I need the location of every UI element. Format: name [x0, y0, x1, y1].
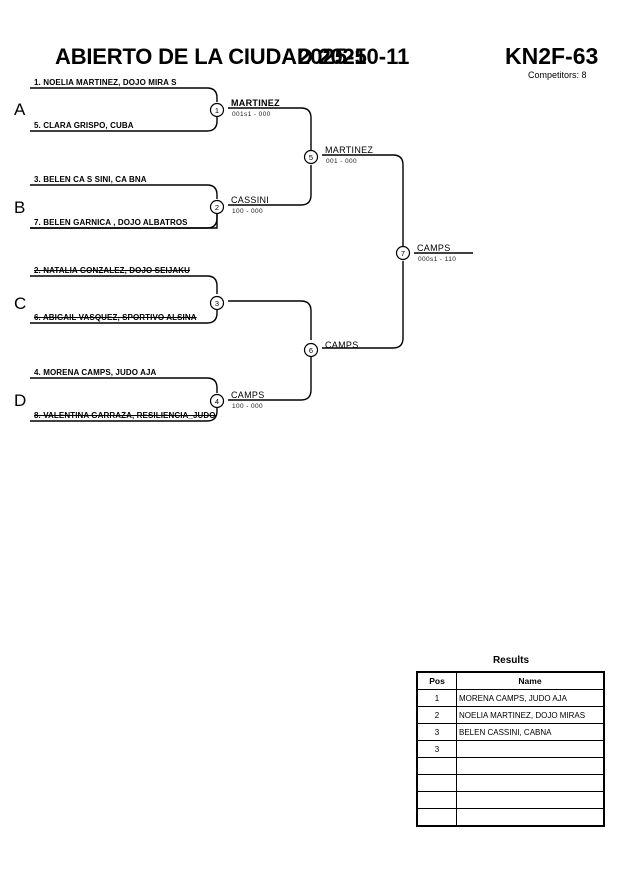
match-5-score: 001 - 000 [326, 158, 358, 165]
seed-entry-4[interactable]: 4. MORENA CAMPS, JUDO AJA [34, 368, 157, 377]
tournament-date: 2025-10-11 [298, 44, 410, 69]
result-pos [416, 791, 457, 809]
table-row[interactable]: 2 NOELIA MARTINEZ, DOJO MIRAS [416, 706, 605, 724]
results-col-name: Name [456, 671, 605, 690]
seed-entry-8[interactable]: 8. VALENTINA GARRAZA, RESILIENCIA_JUDO [34, 411, 216, 420]
result-name [456, 774, 605, 792]
seed-entry-7[interactable]: 7. BELEN GARNICA , DOJO ALBATROS [34, 218, 188, 227]
match-7-winner: CAMPS [417, 243, 451, 253]
page-header: ABIERTO DE LA CIUDAD 2025 2025-10-11 KN2… [0, 0, 630, 90]
match-2-winner: CASSINI [231, 195, 270, 205]
group-label-d: D [14, 391, 27, 410]
match-number-6: 6 [308, 346, 314, 355]
match-1-score: 001s1 - 000 [232, 111, 271, 118]
table-row[interactable] [416, 757, 605, 775]
tournament-title: ABIERTO DE LA CIUDAD 2025 [55, 44, 367, 69]
tournament-bracket: A B C D 1. NOELIA MARTINEZ, DOJO MIRA S … [14, 78, 473, 422]
match-number-2: 2 [214, 203, 220, 212]
result-name: NOELIA MARTINEZ, DOJO MIRAS [456, 706, 605, 724]
match-number-4: 4 [214, 397, 220, 406]
table-row[interactable]: 3 [416, 740, 605, 758]
result-pos: 3 [416, 723, 457, 741]
results-panel: Results Pos Name 1 MORENA CAMPS, JUDO AJ… [416, 655, 606, 827]
result-pos: 1 [416, 689, 457, 707]
seed-entry-3[interactable]: 3. BELEN CA S SINI, CA BNA [34, 175, 147, 184]
result-name [456, 740, 605, 758]
table-row[interactable] [416, 791, 605, 809]
table-row[interactable]: 3 BELEN CASSINI, CABNA [416, 723, 605, 741]
results-table: Pos Name 1 MORENA CAMPS, JUDO AJA 2 NOEL… [416, 671, 605, 827]
result-pos [416, 808, 457, 827]
category-code: KN2F-63 [505, 43, 599, 69]
group-label-a: A [14, 100, 26, 119]
result-pos: 3 [416, 740, 457, 758]
result-pos: 2 [416, 706, 457, 724]
seed-entry-6[interactable]: 6. ABIGAIL VASQUEZ, SPORTIVO ALSINA [34, 313, 197, 322]
match-4-winner: CAMPS [231, 390, 265, 400]
group-label-c: C [14, 294, 27, 313]
result-name [456, 808, 605, 827]
results-col-pos: Pos [416, 671, 457, 690]
match-6-winner: CAMPS [325, 340, 359, 350]
bracket-lines [30, 87, 473, 422]
table-row[interactable] [416, 774, 605, 792]
match-7-score: 000s1 - 110 [418, 256, 457, 263]
match-number-5: 5 [308, 153, 314, 162]
table-row[interactable]: 1 MORENA CAMPS, JUDO AJA [416, 689, 605, 707]
result-name: MORENA CAMPS, JUDO AJA [456, 689, 605, 707]
match-5-winner: MARTINEZ [325, 145, 374, 155]
competitors-count: Competitors: 8 [528, 70, 587, 80]
results-title: Results [492, 655, 530, 666]
group-label-b: B [14, 198, 26, 217]
seed-entry-2[interactable]: 2. NATALIA GONZALEZ, DOJO SEIJAKU [34, 266, 191, 275]
result-name [456, 791, 605, 809]
results-header-row: Pos Name [416, 671, 605, 690]
result-name: BELEN CASSINI, CABNA [456, 723, 605, 741]
result-pos [416, 757, 457, 775]
result-name [456, 757, 605, 775]
match-1-winner: MARTINEZ [231, 98, 280, 108]
match-number-1: 1 [214, 106, 220, 115]
match-4-score: 100 - 000 [232, 403, 264, 410]
seed-entry-1[interactable]: 1. NOELIA MARTINEZ, DOJO MIRA S [34, 78, 177, 87]
result-pos [416, 774, 457, 792]
table-row[interactable] [416, 808, 605, 827]
match-number-3: 3 [214, 299, 220, 308]
match-number-7: 7 [400, 249, 406, 258]
match-2-score: 100 - 000 [232, 208, 264, 215]
seed-entry-5[interactable]: 5. CLARA GRISPO, CUBA [34, 121, 134, 130]
